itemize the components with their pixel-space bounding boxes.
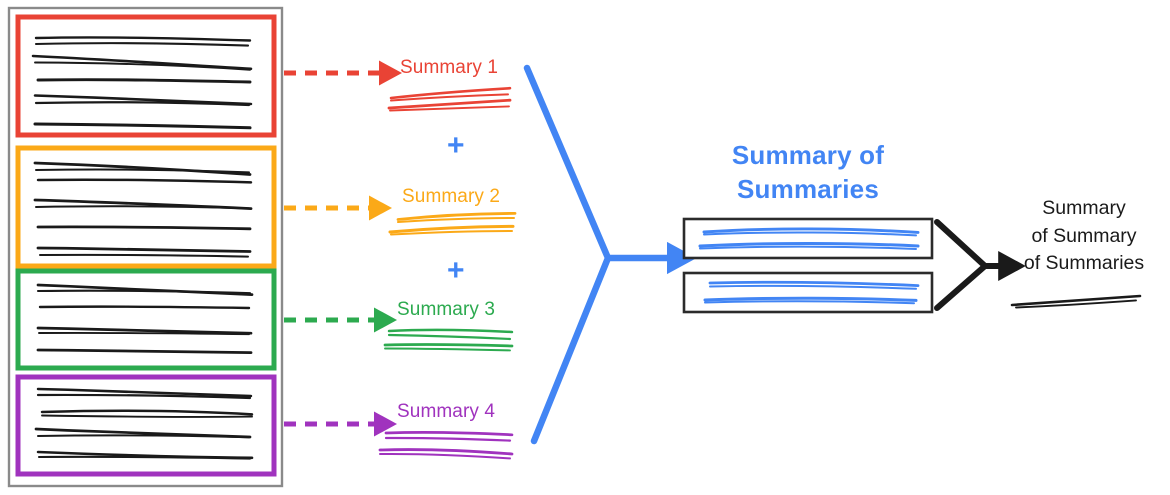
summary-of-summaries-box-2[interactable] <box>682 271 934 314</box>
source-group-1-border <box>15 14 277 138</box>
source-group-4-text-lines <box>34 387 254 460</box>
source-group-3-text-lines <box>36 283 254 354</box>
summary-3-label: Summary 3 <box>397 299 496 320</box>
summary-1-label: Summary 1 <box>400 57 499 78</box>
summary-4-label: Summary 4 <box>397 401 496 422</box>
plus-operator-2: + <box>447 254 465 287</box>
final-output-label: Summary of Summary of Summaries <box>1008 195 1160 278</box>
summary-4-squiggle <box>378 431 514 460</box>
final-label-line-1: Summary <box>1042 197 1126 219</box>
source-group-2-text-lines <box>33 161 253 258</box>
summary-1-squiggle <box>387 86 512 112</box>
sos-box-2-border <box>682 271 934 314</box>
source-group-2[interactable] <box>15 145 277 269</box>
sos-title-line-1: Summary of <box>731 140 885 170</box>
final-label-line-2: of Summary <box>1031 224 1137 247</box>
source-group-4[interactable] <box>15 374 277 477</box>
source-documents-panel-border <box>7 6 284 488</box>
arrow-merge-summaries <box>523 64 697 445</box>
plus-operator-1: + <box>447 129 465 162</box>
summary-of-summaries-box-1[interactable] <box>682 217 934 260</box>
source-group-1-text-lines <box>31 36 253 130</box>
source-group-3[interactable] <box>15 268 277 371</box>
final-output-squiggle <box>1010 294 1142 309</box>
sos-title-line-2: Summaries <box>737 174 879 205</box>
summary-2-squiggle <box>388 212 517 236</box>
arrow-final-merge <box>934 219 1026 311</box>
summary-3-squiggle <box>383 328 514 352</box>
sos-box-2-squiggle <box>703 280 920 305</box>
summary-2-label: Summary 2 <box>402 186 501 207</box>
summary-of-summaries-title: Summary of Summaries <box>688 138 928 207</box>
sos-box-1-border <box>682 217 934 260</box>
final-label-line-3: of Summaries <box>1023 252 1145 275</box>
source-group-1[interactable] <box>15 14 277 138</box>
sos-box-1-squiggle <box>698 227 920 250</box>
